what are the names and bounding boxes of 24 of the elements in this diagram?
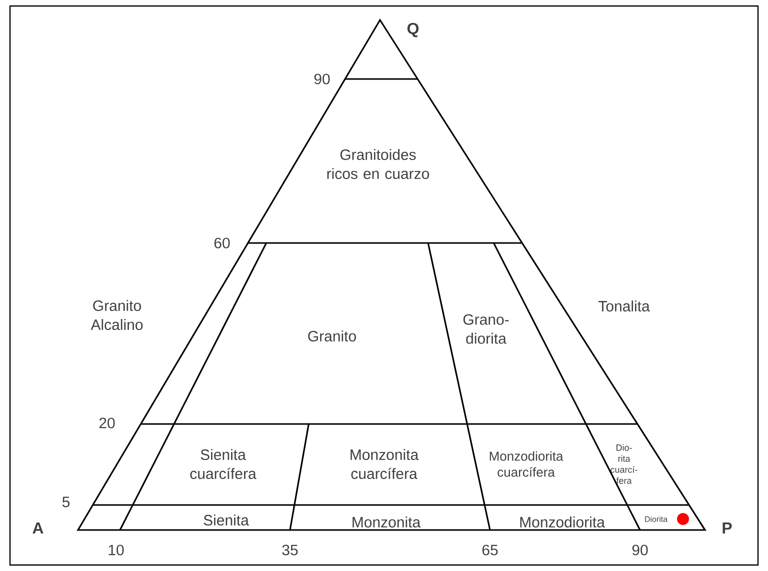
region-label: 90: [632, 544, 648, 556]
region-label: 5: [62, 496, 70, 508]
region-label: Monzonita: [352, 516, 421, 528]
region-label: Monzonita cuarcífera: [350, 449, 419, 479]
region-label: 90: [314, 74, 330, 84]
region-label: Sienita cuarcífera: [190, 449, 256, 479]
region-label: Q: [407, 22, 419, 38]
region-label: 10: [108, 544, 124, 556]
region-label: 20: [99, 418, 115, 428]
region-label: Granitoides ricos en cuarzo: [327, 149, 430, 179]
region-label: Sienita: [204, 514, 249, 526]
region-label: Monzodiorita: [520, 516, 605, 528]
region-label: Grano- diorita: [463, 314, 509, 344]
region-label: 35: [282, 544, 298, 556]
region-label: Tonalita: [598, 300, 650, 312]
region-label: Dio- rita cuarcí- fera: [610, 444, 638, 484]
region-label: Monzodiorita cuarcífera: [490, 451, 564, 477]
region-label: 65: [482, 544, 498, 556]
region-label: Granito Alcalino: [90, 300, 143, 330]
region-label: Diorita: [645, 516, 668, 522]
region-label: A: [32, 522, 44, 534]
region-label: P: [722, 522, 732, 534]
region-label: 60: [214, 238, 230, 248]
region-label: Granito: [308, 330, 356, 342]
